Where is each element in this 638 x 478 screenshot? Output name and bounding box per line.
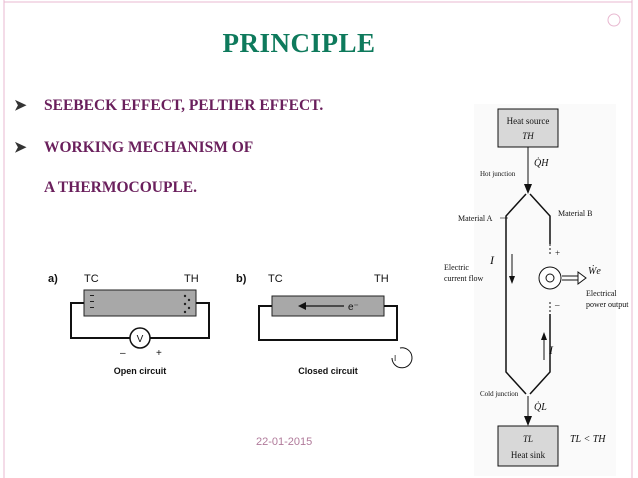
figure-a-label: a) [48, 273, 58, 285]
current-up-arrow-icon [541, 332, 547, 340]
thermocouple-diagram: Heat source TH Q̇H Hot junction Material… [444, 104, 629, 476]
figure-a-minus: – [120, 348, 126, 359]
load-minus: – [554, 300, 560, 310]
bullet-arrow-icon: ➤ [14, 98, 27, 114]
current-left-label: I [489, 253, 495, 267]
temperature-relation: TL < TH [570, 434, 606, 445]
figure-a-wire [70, 302, 130, 339]
power-out-arrow-icon [577, 271, 587, 285]
figure-b-tc: TC [268, 273, 283, 285]
heat-source-label: Heat source [507, 116, 550, 126]
figure-a-th: TH [184, 273, 199, 285]
figure-a-charges [90, 294, 191, 314]
current-loop-icon [391, 347, 413, 369]
bullet-continuation: A THERMOCOUPLE. [44, 179, 198, 196]
material-a-wire [505, 193, 527, 395]
heat-sink-label: Heat sink [511, 450, 546, 460]
heat-sink-temp: TL [523, 434, 533, 444]
figure-b-wire [258, 305, 398, 341]
figure-a-tc: TC [84, 273, 99, 285]
diagram-background [474, 104, 616, 476]
power-label-line2: power output [586, 300, 629, 309]
load-plus: + [555, 248, 560, 258]
bullet-arrow-icon: ➤ [14, 140, 27, 156]
load-core [545, 273, 555, 283]
material-b-wire [529, 193, 551, 244]
figure-b-current: I [394, 354, 396, 363]
power-label-line1: Electrical [586, 289, 617, 298]
heat-out-label: Q̇L [534, 401, 547, 413]
figure-a-caption: Open circuit [114, 366, 167, 376]
figure-b-label: b) [236, 273, 247, 285]
voltmeter [129, 327, 151, 349]
heat-sink-box [497, 425, 559, 467]
bullet-mechanism: ➤ WORKING MECHANISM OF [14, 138, 253, 157]
current-flow-line2: current flow [444, 274, 484, 283]
figure-b-caption: Closed circuit [298, 366, 358, 376]
material-b-label: Material B [558, 209, 592, 218]
figure-closed-circuit: b) TC TH e⁻ I Closed circuit [236, 273, 413, 376]
arrow-left-icon [298, 302, 306, 310]
heat-out-arrow-icon [524, 416, 532, 426]
figure-open-circuit: a) TC TH V – + Open circuit [48, 273, 210, 376]
current-right-label: I [548, 343, 554, 357]
current-down-arrow-icon [509, 276, 515, 284]
bullet-seebeck: ➤ SEEBECK EFFECT, PELTIER EFFECT. [14, 96, 323, 115]
figure-b-th: TH [374, 273, 389, 285]
figure-a-plus: + [156, 348, 162, 359]
voltmeter-label: V [137, 334, 144, 345]
cold-junction-label: Cold junction [480, 390, 519, 398]
slide-date: 22-01-2015 [256, 436, 313, 448]
heat-in-arrow-icon [524, 184, 532, 194]
figure-a-bar [83, 289, 197, 317]
bullet-text: WORKING MECHANISM OF [44, 139, 254, 156]
power-symbol: Ẇe [588, 265, 601, 277]
slide-title: PRINCIPLE [222, 28, 376, 58]
heat-source-box [497, 108, 559, 148]
material-a-label: Material A [458, 214, 493, 223]
current-flow-line1: Electric [444, 263, 469, 272]
heat-in-label: Q̇H [534, 157, 549, 169]
figure-a-wire [150, 302, 210, 339]
hot-junction-label: Hot junction [480, 170, 516, 178]
material-b-wire-lower [529, 314, 551, 395]
electron-label: e⁻ [348, 302, 359, 313]
bullet-text: SEEBECK EFFECT, PELTIER EFFECT. [44, 97, 324, 114]
heat-source-temp: TH [522, 131, 534, 141]
